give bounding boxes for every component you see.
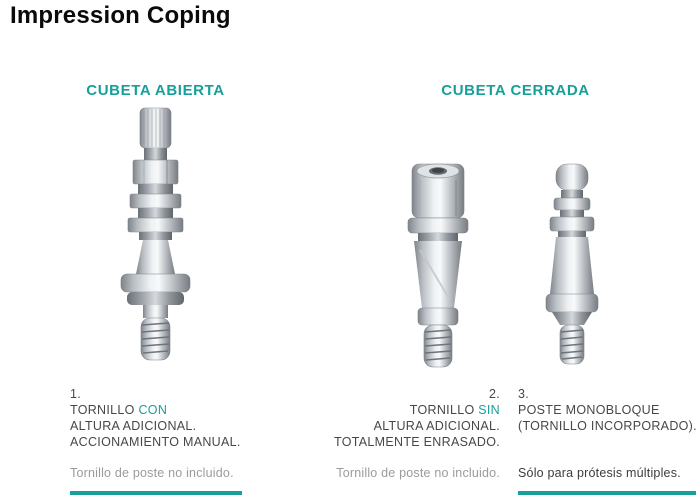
section-title-closed-tray: CUBETA CERRADA <box>441 82 590 99</box>
product-3-line2: (TORNILLO INCORPORADO). <box>518 419 697 433</box>
product-2-line1: TORNILLO SIN <box>318 402 500 418</box>
product-2-number: 2. <box>488 387 500 401</box>
accent-underline-right <box>518 491 696 495</box>
product-2-line2: ALTURA ADICIONAL. <box>373 419 500 433</box>
product-3-note: Sólo para prótesis múltiples. <box>518 466 681 480</box>
open-tray-coping-image <box>113 106 198 378</box>
product-1-line3: ACCIONAMIENTO MANUAL. <box>70 435 241 449</box>
product-2-line3: TOTALMENTE ENRASADO. <box>334 435 500 449</box>
product-1-number: 1. <box>70 387 82 401</box>
product-1-line2: ALTURA ADICIONAL. <box>70 419 197 433</box>
product-3-line1: POSTE MONOBLOQUE <box>518 403 660 417</box>
product-2-description: 2. TORNILLO SIN ALTURA ADICIONAL. TOTALM… <box>318 386 500 450</box>
label-text: TORNILLO <box>409 403 479 417</box>
product-1-line1: TORNILLO CON <box>70 402 265 418</box>
monoblock-post-image <box>534 162 610 377</box>
accent-text: SIN <box>478 403 500 417</box>
accent-underline-left <box>70 491 242 495</box>
product-2-note: Tornillo de poste no incluido. <box>336 466 500 480</box>
closed-tray-coping-image <box>398 158 478 378</box>
product-1-note: Tornillo de poste no incluido. <box>70 466 234 480</box>
product-3-description: 3. POSTE MONOBLOQUE (TORNILLO INCORPORAD… <box>518 386 698 434</box>
label-text: TORNILLO <box>70 403 139 417</box>
section-title-open-tray: CUBETA ABIERTA <box>86 82 225 99</box>
product-1-description: 1. TORNILLO CON ALTURA ADICIONAL. ACCION… <box>70 386 265 450</box>
product-3-number: 3. <box>518 387 530 401</box>
accent-text: CON <box>138 403 168 417</box>
page-title: Impression Coping <box>10 2 231 29</box>
